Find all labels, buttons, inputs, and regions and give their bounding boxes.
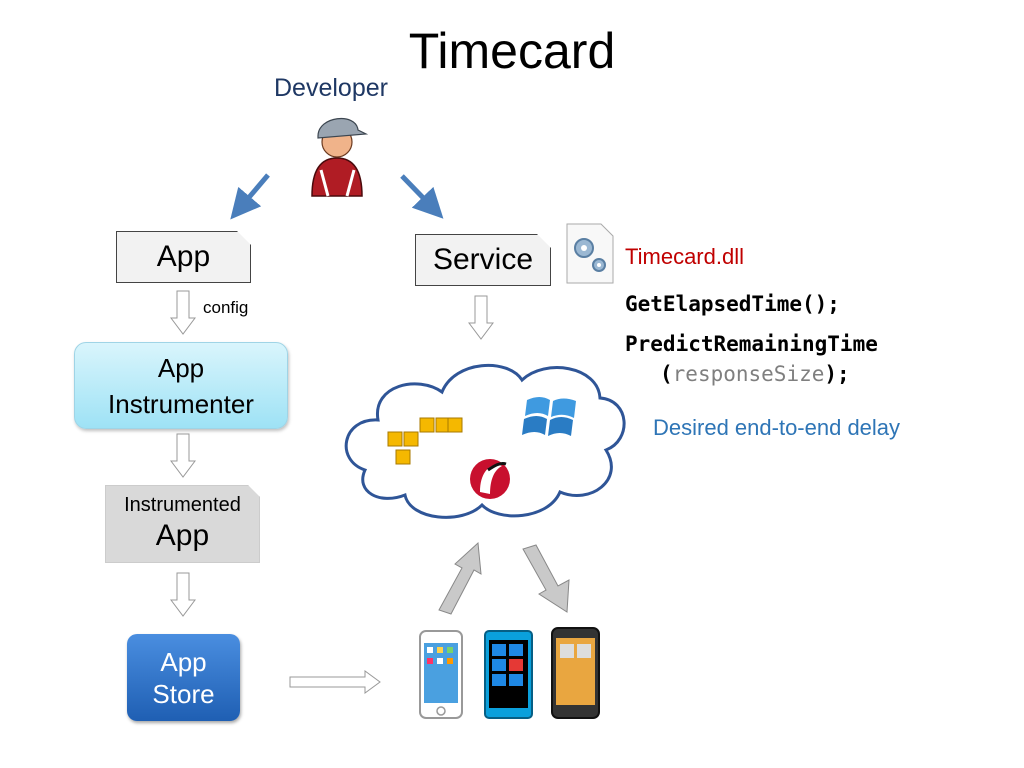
api-args-close: ); bbox=[824, 362, 850, 386]
developer-label: Developer bbox=[274, 74, 388, 102]
api-get-elapsed-time: GetElapsedTime(); bbox=[625, 292, 840, 316]
api-args-open: ( bbox=[660, 362, 673, 386]
instrumented-app-document: Instrumented App bbox=[105, 485, 260, 563]
gray-arrow-up bbox=[438, 541, 482, 615]
right-arrow-store bbox=[289, 670, 381, 694]
windows-phone-icon bbox=[484, 630, 533, 719]
instrumenter-line2: Instrumenter bbox=[108, 388, 254, 419]
api-predict-remaining-time: PredictRemainingTime bbox=[625, 332, 878, 356]
instrumenter-line1: App bbox=[157, 352, 205, 383]
iphone-icon bbox=[419, 630, 463, 719]
windows-azure-icon bbox=[522, 397, 576, 436]
store-line2: Store bbox=[152, 678, 215, 709]
gray-arrow-down bbox=[522, 544, 570, 613]
delay-label: Desired end-to-end delay bbox=[653, 415, 901, 440]
down-arrow-service bbox=[468, 295, 494, 340]
instrumented-line2: App bbox=[155, 519, 210, 552]
app-instrumenter-box: App Instrumenter bbox=[74, 342, 288, 429]
arrow-to-service bbox=[400, 174, 444, 219]
down-arrow-instrumenter bbox=[170, 433, 196, 478]
instrumented-line1: Instrumented bbox=[124, 494, 241, 516]
rackspace-icon bbox=[470, 459, 510, 499]
store-line1: App bbox=[160, 646, 207, 677]
app-store-box: App Store bbox=[127, 634, 240, 721]
developer-user-icon bbox=[311, 117, 369, 197]
down-arrow-instrumented bbox=[170, 572, 196, 617]
gear-file-icon bbox=[566, 223, 614, 284]
amazon-aws-icon bbox=[387, 417, 463, 465]
service-document: Service bbox=[415, 234, 551, 286]
config-label: config bbox=[203, 298, 249, 317]
arrow-to-app bbox=[230, 173, 270, 220]
down-arrow-config bbox=[170, 290, 196, 335]
api-args-param: responseSize bbox=[672, 362, 825, 386]
page-title: Timecard bbox=[408, 23, 616, 79]
app-document: App bbox=[116, 231, 251, 283]
android-phone-icon bbox=[551, 627, 600, 719]
api-predict-args: (responseSize); bbox=[660, 362, 850, 386]
dll-label: Timecard.dll bbox=[625, 244, 744, 269]
